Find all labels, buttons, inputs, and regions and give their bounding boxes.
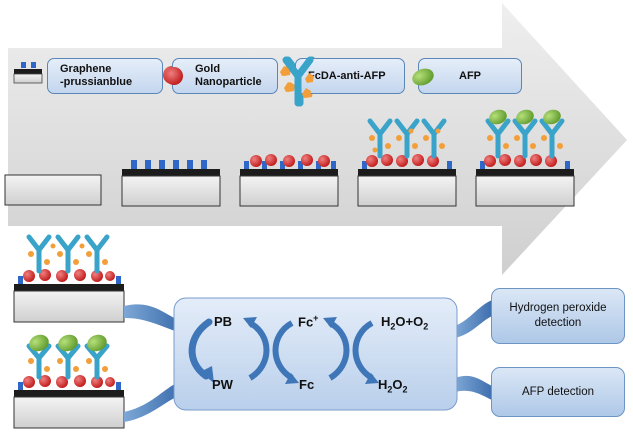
label-fc-plus-sup: + [313,313,319,323]
cycle-arrow-pb-pw [188,318,214,383]
cycle-arrow-pb-fc [243,317,299,384]
antibody-icon-overlay [280,56,314,107]
h2o2-h: H [378,377,388,392]
label-fc-text: Fc [299,377,315,392]
electrode-afp-lower [13,334,125,429]
h2o2-sub2: 2 [402,384,408,395]
afp-detection-box: AFP detection [491,367,625,417]
cycle-arrow-fc-h2o2 [323,317,379,384]
legend-afp-label: AFP [459,69,481,82]
label-fc-plus: Fc+ [298,313,318,329]
electrode-graphene-pb [121,160,221,207]
h2o-sub1: 2 [390,321,396,332]
h2o2-sub1: 2 [387,384,393,395]
ribbon-upper-right [455,300,492,338]
legend-graphene-label: Graphene -prussianblue [60,63,133,88]
label-fc: Fc [299,377,314,392]
electrode-bare [4,174,102,206]
afp-detection-label: AFP detection [521,385,595,398]
electrode-afp-bound [475,109,575,207]
h2o-sub2: 2 [423,321,429,332]
ribbon-lower-left [124,382,178,422]
ribbon-lower-right [455,375,492,400]
label-pw: PW [212,377,233,392]
h2o-h: H [381,314,391,329]
label-fc-plus-base: Fc [298,314,314,330]
label-peroxide: H2O2 [378,377,408,395]
ribbon-upper-left [124,304,178,332]
label-water-oxygen: H2O+O2 [381,314,428,332]
h2o-mid: O+O [395,314,424,329]
electrode-gold [239,154,339,207]
electrode-antibody-lower [13,234,125,323]
legend-gold-nanoparticle: Gold Nanoparticle [172,58,278,94]
label-pb-text: PB [214,314,233,329]
hydrogen-peroxide-detection-box: Hydrogen peroxide detection [491,288,625,344]
afp-icon-overlay [412,68,434,86]
gold-icon-overlay [165,67,183,85]
label-pw-text: PW [212,377,233,392]
h2o2-o: O [392,377,403,392]
hydrogen-peroxide-detection-label: Hydrogen peroxide detection [509,302,607,329]
legend-gold-label: Gold Nanoparticle [195,63,262,88]
legend-fcda-label: FcDA-anti-AFP [308,69,386,82]
graphene-legend-icon [13,62,43,84]
electrode-antibody [357,118,457,207]
label-pb: PB [214,314,232,329]
legend-graphene-prussianblue: Graphene -prussianblue [47,58,163,94]
redox-cycle-panel [173,297,458,411]
